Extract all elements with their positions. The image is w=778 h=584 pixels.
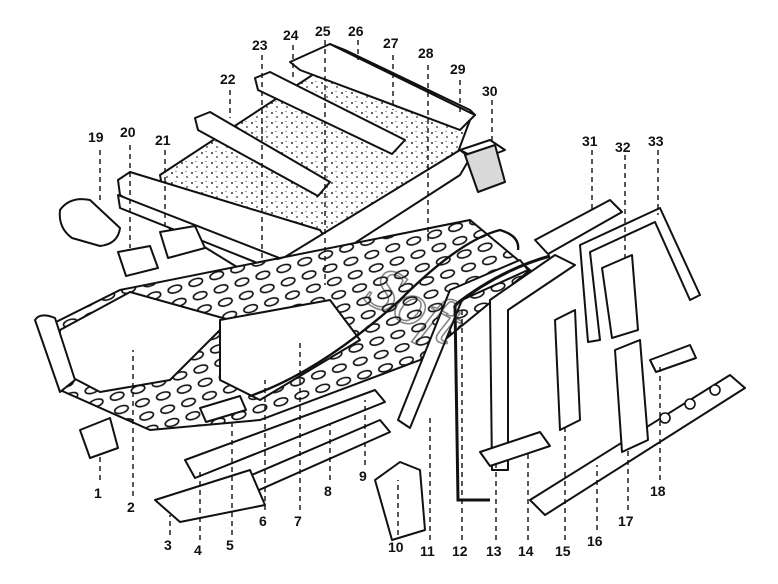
callout-labels: 1 2 3 4 5 6 7 8 9 10 11 12 13 14 15 16 1… <box>88 23 666 559</box>
pillar-32 <box>601 254 639 339</box>
callout-21: 21 <box>155 132 171 148</box>
rear-pillar-bracket-10 <box>374 461 426 541</box>
callout-2: 2 <box>127 499 135 515</box>
callout-13: 13 <box>486 543 502 559</box>
callout-11: 11 <box>420 543 435 559</box>
roof-rail-26-27 <box>289 43 476 131</box>
callout-16: 16 <box>587 533 603 549</box>
callout-30: 30 <box>482 83 498 99</box>
callout-15: 15 <box>555 543 571 559</box>
callout-28: 28 <box>418 45 434 61</box>
callout-23: 23 <box>252 37 268 53</box>
callout-4: 4 <box>194 542 202 558</box>
callout-20: 20 <box>120 124 136 140</box>
leader-lines <box>99 40 661 540</box>
callout-33: 33 <box>648 133 664 149</box>
callout-5: 5 <box>226 537 234 553</box>
callout-25: 25 <box>315 23 331 39</box>
center-tunnel <box>219 299 361 401</box>
b-pillar-15 <box>554 309 581 431</box>
roof-bow-24 <box>254 71 406 155</box>
callout-8: 8 <box>324 483 332 499</box>
callout-31: 31 <box>582 133 598 149</box>
roof-rail-31 <box>534 199 623 255</box>
callout-26: 26 <box>348 23 364 39</box>
callout-18: 18 <box>650 483 666 499</box>
callout-7: 7 <box>294 513 302 529</box>
sill-reinforcement-18 <box>649 344 697 373</box>
callout-14: 14 <box>518 543 534 559</box>
sun-visor-19 <box>58 198 121 247</box>
callout-1: 1 <box>94 485 102 501</box>
c-pillar-17 <box>614 339 649 453</box>
rear-corner-30 <box>464 144 506 193</box>
callout-10: 10 <box>388 539 404 555</box>
bracket-20 <box>117 225 206 277</box>
callout-29: 29 <box>450 61 466 77</box>
callout-3: 3 <box>164 537 172 553</box>
front-floor-extension-3 <box>154 469 266 523</box>
a-pillar-11 <box>397 259 529 429</box>
callout-32: 32 <box>615 139 631 155</box>
callout-17: 17 <box>618 513 634 529</box>
sill-4 <box>184 389 386 479</box>
seat-support-left <box>34 314 76 393</box>
door-seal-12 <box>453 254 551 502</box>
callout-9: 9 <box>359 468 367 484</box>
callout-12: 12 <box>452 543 468 559</box>
crossmember-1 <box>79 417 119 459</box>
seat-belt-bracket-5 <box>199 395 247 423</box>
callout-27: 27 <box>383 35 399 51</box>
door-frame-33 <box>579 207 701 343</box>
callout-6: 6 <box>259 513 267 529</box>
callout-22: 22 <box>220 71 236 87</box>
callout-19: 19 <box>88 129 104 145</box>
callout-24: 24 <box>283 27 299 43</box>
brake-line <box>249 228 520 398</box>
lower-sill-14 <box>479 431 551 467</box>
